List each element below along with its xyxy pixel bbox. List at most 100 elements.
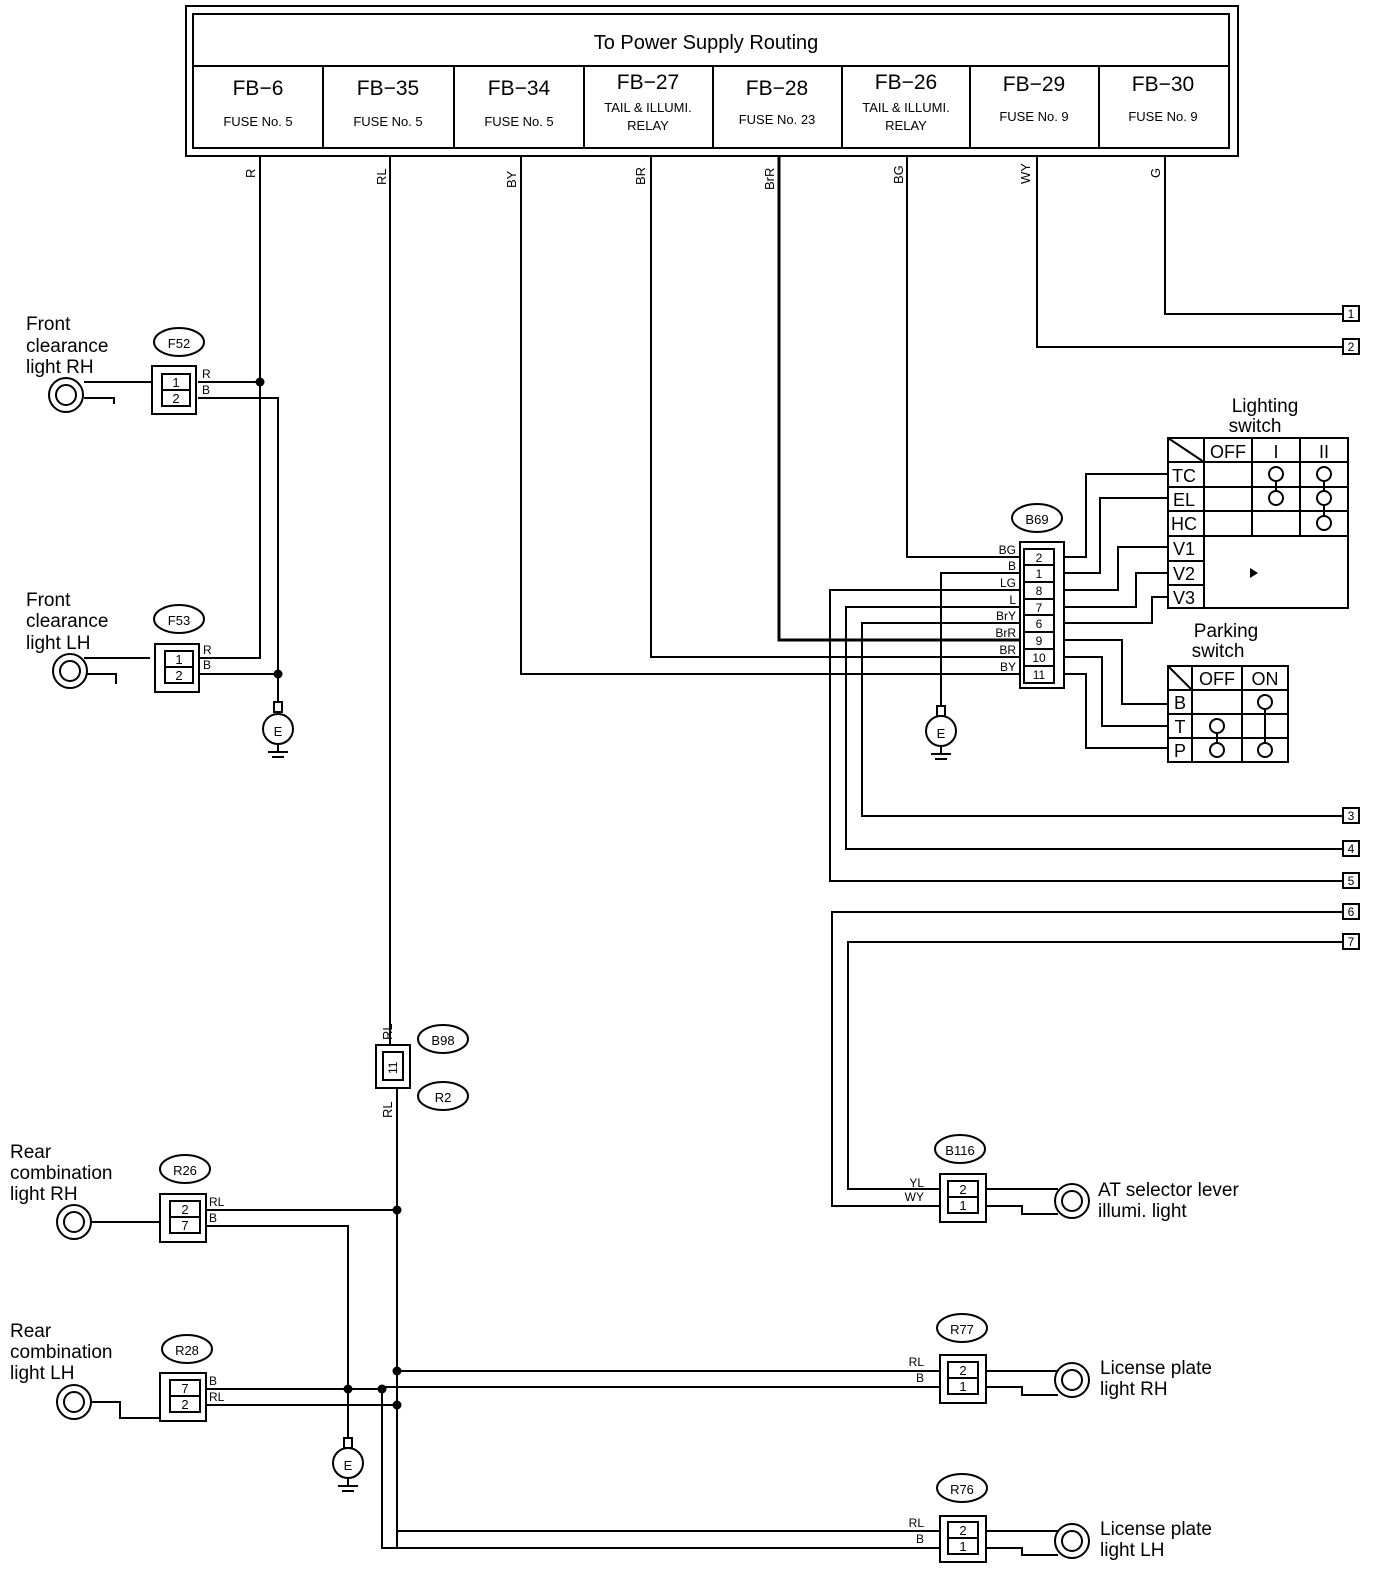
pin-number: 2 <box>1036 551 1043 565</box>
fuse-id: FB−27 <box>617 71 679 94</box>
wire-color-label: BrY <box>996 609 1016 623</box>
connector-id: R28 <box>175 1343 199 1358</box>
component-label: License plate <box>1100 1358 1212 1379</box>
wire-color-label: B <box>209 1211 217 1225</box>
component-label: License plate <box>1100 1519 1212 1540</box>
ground-label: E <box>937 726 946 741</box>
wire-color-label: WY <box>905 1190 924 1204</box>
wire-color-label: WY <box>1018 163 1033 184</box>
pin-number: 6 <box>1036 617 1043 631</box>
connector-id: B69 <box>1025 512 1048 527</box>
switch-row-label: TC <box>1172 466 1196 486</box>
component-label: light RH <box>10 1184 78 1205</box>
terminals: 1 2 3 4 5 6 7 <box>1342 305 1360 950</box>
terminal-number: 6 <box>1348 905 1355 919</box>
connector-id: R77 <box>950 1322 974 1337</box>
switch-title: switch <box>1192 641 1245 662</box>
lighting-switch: Lighting switch OFF I II TC EL HC V1 V2 … <box>1167 396 1349 609</box>
connector-id: F52 <box>168 336 190 351</box>
component-label: light RH <box>1100 1379 1168 1400</box>
wire-color-label: B <box>1008 559 1016 573</box>
component-label: light LH <box>10 1363 74 1384</box>
terminal-number: 3 <box>1348 809 1355 823</box>
connector-id-badge <box>936 1473 988 1503</box>
terminal-marker <box>1342 338 1360 355</box>
wire-color-label: B <box>916 1532 924 1546</box>
connector-id: R2 <box>435 1090 452 1105</box>
switch-row-label: P <box>1174 741 1186 761</box>
wire-color-label: L <box>1009 593 1016 607</box>
connector-id-badge <box>153 327 205 357</box>
fuse-id: FB−28 <box>746 77 808 100</box>
switch-title: Parking <box>1194 621 1258 642</box>
pin-number: 1 <box>959 1539 966 1554</box>
fuse-desc: FUSE No. 23 <box>739 112 816 127</box>
component-label: combination <box>10 1342 112 1363</box>
terminal-marker <box>1342 933 1360 950</box>
wire-color-label: LG <box>1000 576 1016 590</box>
fuse-desc: FUSE No. 5 <box>353 114 422 129</box>
switch-column-header: I <box>1273 442 1278 462</box>
pin-number: 2 <box>175 668 182 683</box>
pin-number: 2 <box>181 1397 188 1412</box>
terminal-number: 1 <box>1348 307 1355 321</box>
pin-number: 1 <box>959 1379 966 1394</box>
pin-number: 2 <box>959 1182 966 1197</box>
rear-combination-light-lh: Rear combination light LH R28 7 2 B RL <box>10 1321 225 1422</box>
pin-number: 9 <box>1036 634 1043 648</box>
terminal-number: 4 <box>1348 842 1355 856</box>
component-label: light LH <box>26 633 90 654</box>
rear-combination-light-rh: Rear combination light RH R26 2 7 RL B <box>10 1142 225 1243</box>
connector-id: R26 <box>173 1163 197 1178</box>
component-label: clearance <box>26 611 108 632</box>
component-label: light RH <box>26 357 94 378</box>
ground-label: E <box>344 1458 353 1473</box>
fuse-desc: TAIL & ILLUMI. <box>604 100 691 115</box>
pin-number: 2 <box>959 1523 966 1538</box>
pin-number: 7 <box>1036 601 1043 615</box>
fuse-desc: RELAY <box>885 118 927 133</box>
wire-color-label: R <box>243 169 258 178</box>
component-label: Front <box>26 590 71 611</box>
wire-color-label: RL <box>209 1390 225 1404</box>
fuse-id: FB−29 <box>1003 73 1065 96</box>
component-label: Front <box>26 314 71 335</box>
fuse-id: FB−35 <box>357 77 419 100</box>
switch-row-label: V3 <box>1173 588 1195 608</box>
connector-id-badge <box>934 1134 986 1164</box>
wire-color-label: BrR <box>762 168 777 190</box>
fuse-id: FB−34 <box>488 77 551 100</box>
wire-color-label: B <box>202 383 210 397</box>
terminal-marker <box>1342 305 1360 322</box>
wire-color-label: RL <box>909 1516 925 1530</box>
junction-dots <box>255 377 402 1410</box>
connector-id: B116 <box>945 1143 974 1158</box>
wire-color-label: B <box>209 1374 217 1388</box>
pin-number: 1 <box>959 1198 966 1213</box>
lamp-icon <box>1054 1523 1090 1559</box>
wire-color-label: B <box>203 658 211 672</box>
component-label: clearance <box>26 336 108 357</box>
terminal-number: 7 <box>1348 935 1355 949</box>
pin-number: 1 <box>1036 567 1043 581</box>
connector-id-badge <box>417 1024 469 1054</box>
wires <box>84 156 1343 1556</box>
pin-number: 7 <box>181 1381 188 1396</box>
component-label: AT selector lever <box>1098 1180 1239 1201</box>
lamp-icon <box>1054 1362 1090 1398</box>
wire-color-label: RL <box>374 168 389 185</box>
component-label: Rear <box>10 1142 52 1163</box>
connector-id-badge <box>936 1313 988 1343</box>
header-title: To Power Supply Routing <box>594 32 819 54</box>
switch-row-label: B <box>1174 693 1186 713</box>
pin-number: 11 <box>1033 668 1046 682</box>
wire-color-label: BG <box>891 165 906 184</box>
wire-color-label: R <box>202 367 211 381</box>
wire-color-label: RL <box>209 1195 225 1209</box>
lamp-icon <box>52 653 88 689</box>
fuse-desc: FUSE No. 5 <box>484 114 553 129</box>
pin-number: 8 <box>1036 584 1043 598</box>
terminal-marker <box>1342 840 1360 857</box>
pin-number: 11 <box>386 1061 400 1074</box>
